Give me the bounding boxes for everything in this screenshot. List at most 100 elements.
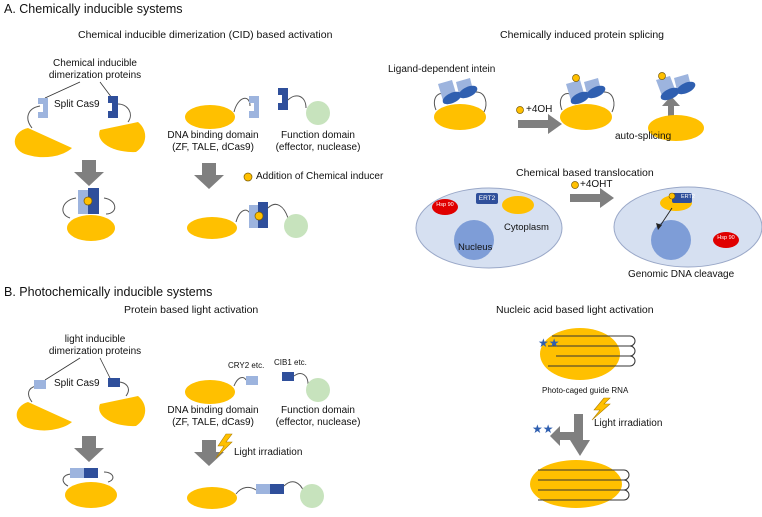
- light-title: Protein based light activation: [124, 304, 259, 316]
- cry2-block: [256, 484, 270, 494]
- cib1-label: CIB1 etc.: [274, 358, 307, 367]
- cid-protein-light: [249, 205, 260, 228]
- right-arrow: [570, 188, 614, 208]
- dbd-label: DNA binding domain (ZF, TALE, dCas9): [167, 130, 259, 153]
- cas9-ellipse: [502, 196, 534, 214]
- cib1-block: [84, 468, 98, 478]
- cid-protein-dark: [108, 96, 118, 118]
- linker-line: [117, 103, 131, 123]
- ligand-dot: [658, 72, 666, 80]
- cid-protein-light: [249, 96, 259, 118]
- assembled-cas9: [65, 482, 117, 508]
- translocation-drug-label: +4OHT: [580, 179, 613, 190]
- section-b-title: B. Photochemically inducible systems: [4, 285, 213, 299]
- split-cas9-right: [99, 122, 146, 153]
- caged-rna-label: Photo-caged guide RNA: [542, 386, 629, 395]
- translocation-title: Chemical based translocation: [516, 167, 654, 179]
- guide-rna: [538, 469, 630, 501]
- inducer-label: Addition of Chemical inducer: [256, 171, 384, 182]
- inducer-dot: [83, 196, 93, 206]
- light-proteins-label: light inducible dimerization proteins: [48, 334, 142, 357]
- cry2-block: [246, 376, 258, 385]
- ert2-box: [476, 193, 498, 204]
- ligand-dot: [516, 106, 524, 114]
- linker-line: [62, 473, 73, 487]
- star-icon: ★★: [538, 336, 560, 350]
- dbd-ellipse: [187, 217, 237, 239]
- split-cas9-label: Split Cas9: [54, 99, 100, 110]
- pointer-line: [99, 357, 111, 379]
- linker-line: [283, 481, 305, 493]
- hsp90-label: Hsp 90: [436, 202, 454, 208]
- guide-rna: [548, 335, 636, 367]
- hsp90-label-after: Hsp 90: [717, 235, 735, 241]
- cib1-block: [282, 372, 294, 381]
- intein-dark: [676, 81, 696, 95]
- linker-line: [62, 197, 77, 219]
- linker-line: [235, 486, 257, 495]
- inducer-dot: [243, 172, 253, 182]
- cry2-block: [70, 468, 84, 478]
- nucleic-irradiation-label: Light irradiation: [594, 418, 663, 429]
- cid-protein-light: [38, 98, 48, 118]
- lightning-icon: [591, 397, 611, 421]
- linker-line: [287, 95, 307, 109]
- cytoplasm-label: Cytoplasm: [504, 222, 549, 233]
- auto-splicing-label: auto-splicing: [615, 131, 672, 142]
- section-a-title: A. Chemically inducible systems: [4, 2, 183, 16]
- linker-line: [233, 377, 247, 387]
- dbd-ellipse: [185, 380, 235, 404]
- cid-protein-dark: [88, 188, 99, 214]
- cas9-ellipse: [560, 104, 612, 130]
- cry2-block: [34, 380, 46, 389]
- cas9-ellipse: [540, 328, 620, 380]
- function-domain-label: Function domain (effector, nuclease): [275, 130, 361, 153]
- linker-line: [235, 209, 251, 223]
- assembled-cas9: [67, 215, 115, 241]
- function-domain-circle: [300, 484, 324, 508]
- splicing-title: Chemically induced protein splicing: [500, 29, 665, 41]
- linker-line: [233, 97, 251, 113]
- dbd-ellipse: [187, 487, 237, 509]
- cleavage-label: Genomic DNA cleavage: [628, 269, 735, 280]
- light-dbd-label: DNA binding domain (ZF, TALE, dCas9): [167, 405, 259, 428]
- intein-dark: [458, 85, 478, 99]
- up-arrow: [662, 96, 680, 116]
- intein-dark: [570, 91, 590, 105]
- nucleic-title: Nucleic acid based light activation: [496, 304, 654, 316]
- translocation-arrow: [659, 207, 673, 227]
- ligand-dot: [668, 192, 676, 200]
- inducer-dot: [254, 211, 264, 221]
- cid-title: Chemical inducible dimerization (CID) ba…: [78, 29, 333, 41]
- pointer-line: [99, 81, 113, 99]
- ligand-dot: [572, 74, 580, 82]
- ligand-dot: [571, 181, 579, 189]
- function-domain-circle: [284, 214, 308, 238]
- cib1-block: [270, 484, 284, 494]
- intein-label: Ligand-dependent intein: [388, 64, 496, 75]
- lightning-icon: [215, 433, 233, 459]
- light-irradiation-label: Light irradiation: [234, 447, 303, 458]
- split-cas9-right: [99, 396, 146, 427]
- ert2-label-after: ERT2: [681, 194, 695, 200]
- split-cas9-left: [14, 128, 72, 158]
- dbd-ellipse: [185, 105, 235, 129]
- function-domain-circle: [306, 378, 330, 402]
- nucleus-after: [651, 220, 691, 260]
- hsp90-after: [713, 232, 739, 248]
- ert2-box: [672, 193, 692, 203]
- down-arrow: [74, 160, 104, 186]
- linker-line: [475, 91, 487, 113]
- ert2-label: ERT2: [478, 195, 496, 202]
- function-domain-circle: [306, 101, 330, 125]
- down-arrow: [550, 414, 580, 446]
- cry2-label: CRY2 etc.: [228, 361, 265, 370]
- linker-line: [603, 91, 615, 113]
- pointer-line: [44, 81, 81, 99]
- linker-line: [27, 105, 41, 129]
- linker-line: [103, 471, 114, 483]
- right-arrow: [518, 114, 562, 134]
- cas9-ellipse: [530, 460, 622, 508]
- down-arrow: [74, 436, 104, 462]
